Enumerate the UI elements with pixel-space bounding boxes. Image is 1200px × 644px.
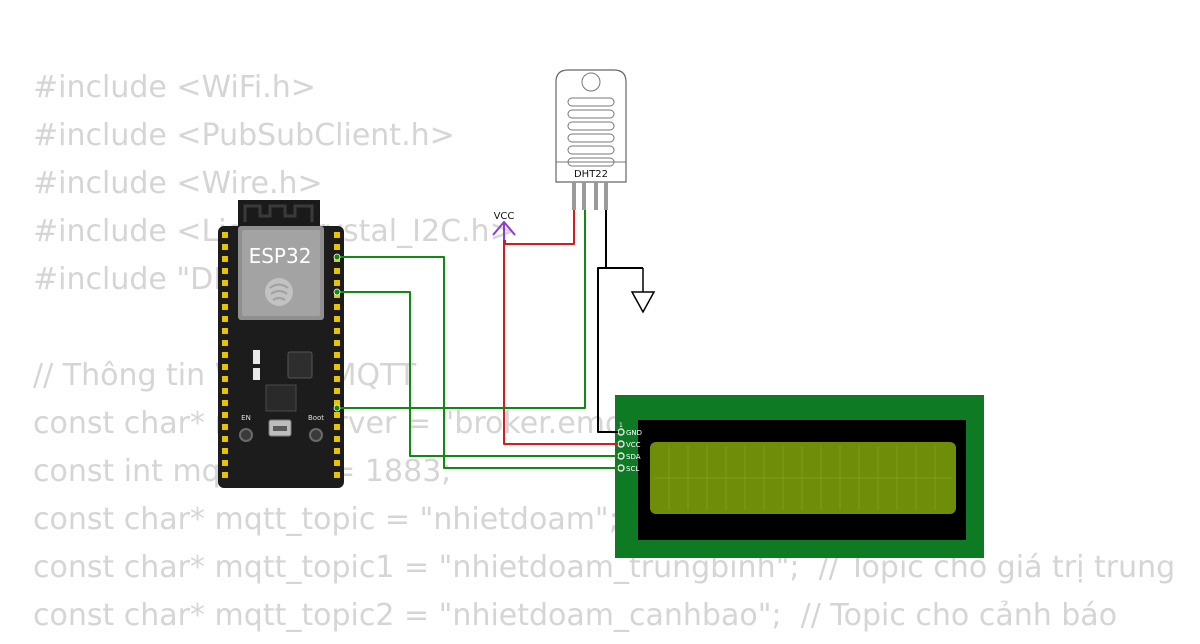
vcc-symbol: VCC [492, 211, 516, 240]
voltage-regulator [287, 351, 313, 379]
lcd-character-cells [654, 446, 952, 510]
lcd-pin-scl-label: SCL [626, 465, 639, 473]
lcd-pin-vcc-label: VCC [626, 441, 641, 449]
antenna-trace-icon [243, 204, 314, 222]
en-button[interactable] [239, 428, 253, 442]
esp32-module [238, 226, 324, 320]
lcd-module[interactable]: 1 GND VCC SDA SCL [615, 395, 984, 558]
vcc-label: VCC [494, 211, 515, 222]
code-line: #include <PubSubClient.h> [33, 118, 455, 153]
code-line: const char* mqtt_topic1 = "nhietdoam_tru… [33, 550, 1176, 585]
esp32-board[interactable]: ESP32 EN Boot [218, 200, 344, 488]
ground-symbol [630, 268, 656, 314]
code-line: const char* mqtt_topic2 = "nhietdoam_can… [33, 598, 1118, 633]
ground-triangle-icon [630, 291, 656, 314]
smd-component [253, 350, 260, 364]
dht22-label: DHT22 [574, 169, 608, 180]
wire-scl [337, 256, 618, 469]
code-line: const char* mqtt_topic = "nhietdoam"; [33, 502, 619, 537]
lcd-pin-gnd-label: GND [626, 429, 642, 437]
usb-opening [273, 426, 287, 431]
wire-dht-vcc [504, 210, 575, 245]
wire-vcc-lcd [503, 240, 618, 445]
code-line: #include <Wire.h> [33, 166, 323, 201]
esp32-connected-pins [333, 253, 341, 412]
espressif-logo-icon [265, 278, 293, 306]
en-label: EN [241, 414, 251, 422]
dht22-sensor[interactable]: DHT22 [555, 69, 627, 210]
wire-dht-gnd [605, 210, 643, 269]
background-code-block: #include <WiFi.h> #include <PubSubClient… [33, 68, 1175, 644]
left-header-pins [222, 232, 228, 478]
boot-button[interactable] [309, 428, 323, 442]
esp32-label: ESP32 [249, 244, 312, 268]
usb-uart-chip [265, 384, 297, 412]
lcd-pin-1-marker: 1 [619, 422, 623, 429]
wire-sda [337, 291, 618, 457]
mounting-hole [581, 72, 601, 92]
vcc-arrow-icon [492, 220, 516, 240]
code-line: #include <WiFi.h> [33, 70, 316, 105]
lcd-pin-sda-label: SDA [626, 453, 641, 461]
wire-gnd-lcd [597, 267, 618, 433]
dht22-pins [572, 182, 608, 210]
right-header-pins [334, 232, 340, 478]
wire-dht-data [337, 210, 586, 409]
smd-component [253, 368, 260, 380]
boot-label: Boot [308, 414, 324, 422]
sensor-grille [567, 97, 615, 167]
circuit-diagram: ESP32 EN Boot DHT22 [218, 69, 984, 558]
